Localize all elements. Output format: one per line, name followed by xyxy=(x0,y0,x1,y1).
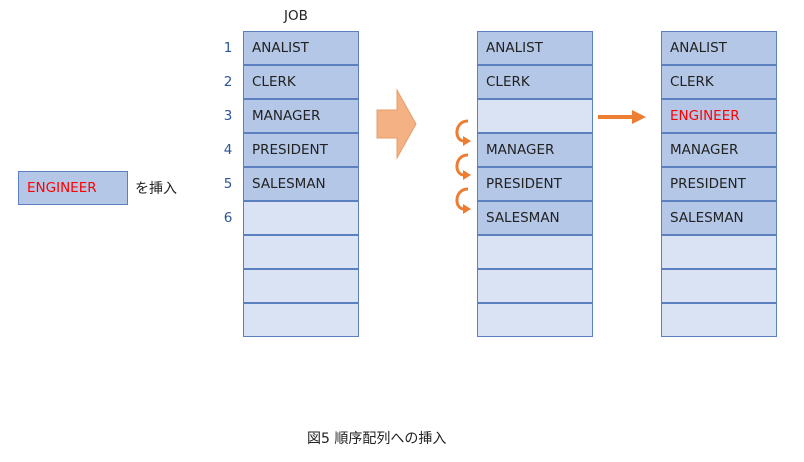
insert-label: を挿入 xyxy=(135,181,177,197)
array-cell: ANALIST xyxy=(243,31,359,65)
array-cell-empty xyxy=(243,269,359,303)
transition-arrow-icon xyxy=(376,88,417,160)
row-index: 3 xyxy=(223,108,233,124)
shift-arrow-icon xyxy=(455,153,469,177)
figure-caption: 図5 順序配列への挿入 xyxy=(307,431,447,447)
array-cell: SALESMAN xyxy=(243,167,359,201)
array-cell-empty xyxy=(243,201,359,235)
array-cell-empty xyxy=(243,303,359,337)
array-cell-empty xyxy=(477,235,593,269)
array-cell-empty xyxy=(243,235,359,269)
array-cell-empty xyxy=(477,99,593,133)
array-cell: PRESIDENT xyxy=(477,167,593,201)
shift-arrow-icon xyxy=(455,119,469,143)
array-cell: PRESIDENT xyxy=(661,167,777,201)
row-index: 4 xyxy=(223,142,233,158)
array-cell: CLERK xyxy=(243,65,359,99)
array-cell: ENGINEER xyxy=(661,99,777,133)
array-cell: ANALIST xyxy=(661,31,777,65)
row-index: 5 xyxy=(223,176,233,192)
array-cell: MANAGER xyxy=(661,133,777,167)
array-cell: MANAGER xyxy=(477,133,593,167)
array-cell-empty xyxy=(661,235,777,269)
array-cell: SALESMAN xyxy=(477,201,593,235)
insert-item-box: ENGINEER xyxy=(18,171,128,205)
array-cell-empty xyxy=(661,269,777,303)
shift-arrow-icon xyxy=(455,187,469,211)
array-cell: MANAGER xyxy=(243,99,359,133)
job-header: JOB xyxy=(284,8,308,24)
array-cell-empty xyxy=(477,269,593,303)
array-cell: CLERK xyxy=(661,65,777,99)
array-cell: PRESIDENT xyxy=(243,133,359,167)
shift-arrows xyxy=(455,119,471,214)
array-cell: ANALIST xyxy=(477,31,593,65)
row-index: 6 xyxy=(223,210,233,226)
array-cell: SALESMAN xyxy=(661,201,777,235)
row-index: 1 xyxy=(223,40,233,56)
row-index: 2 xyxy=(223,74,233,90)
result-arrow-icon xyxy=(598,110,646,124)
array-cell-empty xyxy=(661,303,777,337)
array-cell-empty xyxy=(477,303,593,337)
array-cell: CLERK xyxy=(477,65,593,99)
